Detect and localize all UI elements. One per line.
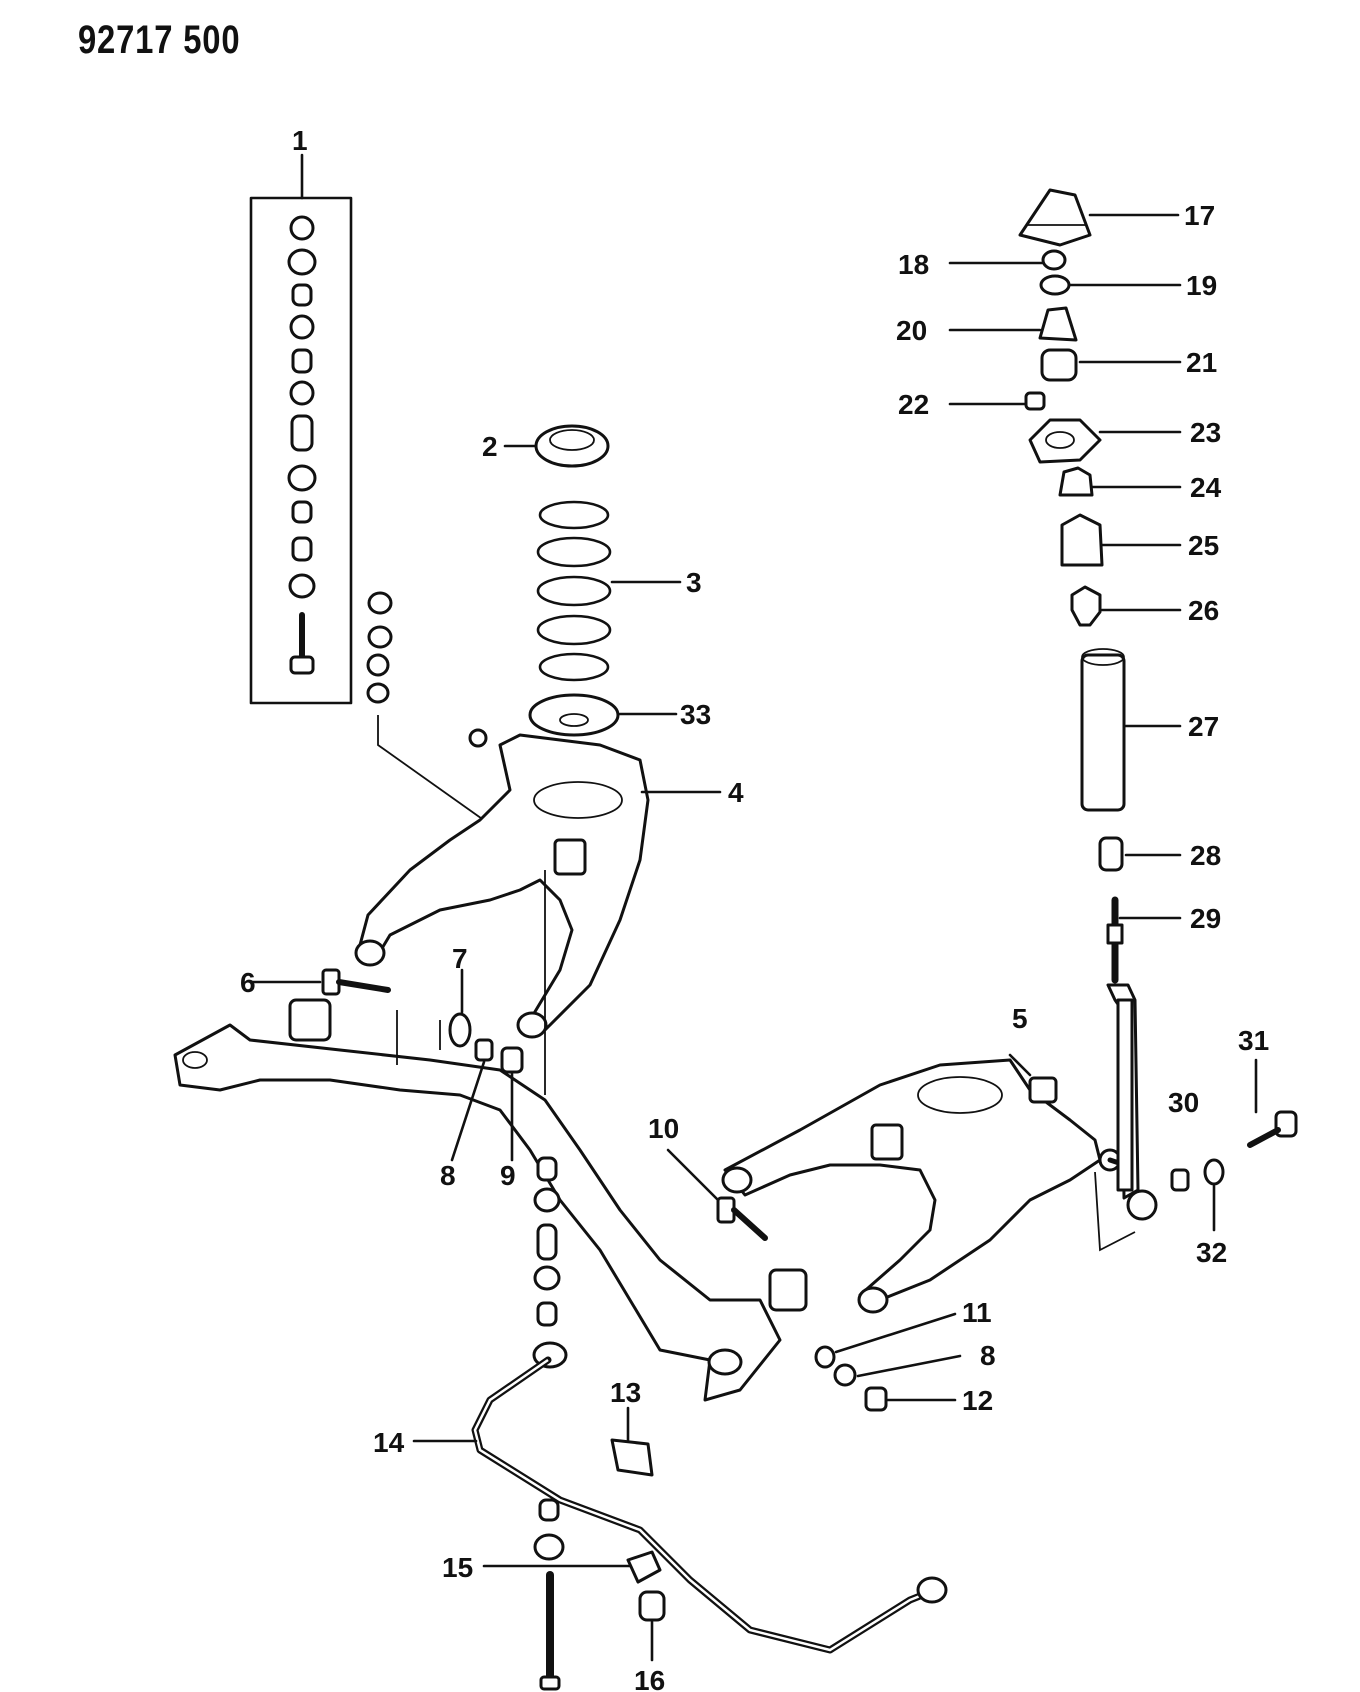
washer-19 <box>1039 274 1182 296</box>
bushing-15-group <box>482 1498 662 1584</box>
bushing-kit-group <box>249 153 353 705</box>
spacer-28 <box>1098 836 1182 872</box>
callout-8: 8 <box>440 1160 456 1191</box>
callout-17: 17 <box>1184 200 1215 231</box>
link-bolt <box>539 1571 561 1691</box>
bushing-kit-items <box>287 215 317 675</box>
callout-12: 12 <box>962 1385 993 1416</box>
callout-14: 14 <box>373 1427 405 1458</box>
nut-8-upper <box>450 1038 494 1162</box>
callout-23: 23 <box>1190 417 1221 448</box>
shock-absorber-29 <box>1106 896 1182 1221</box>
callout-21: 21 <box>1186 347 1217 378</box>
mount-23 <box>1028 418 1182 464</box>
bushing-21 <box>1040 348 1182 382</box>
washer-11 <box>814 1312 957 1369</box>
callout-1: 1 <box>292 125 308 156</box>
washer-7 <box>448 968 472 1048</box>
stabilizer-link-bushings <box>532 1156 568 1369</box>
callout-22: 22 <box>898 389 929 420</box>
bump-stop-26 <box>1070 585 1182 627</box>
callout-31: 31 <box>1238 1025 1269 1056</box>
callout-18: 18 <box>898 249 929 280</box>
bushing-20 <box>948 306 1078 342</box>
callout-32: 32 <box>1196 1237 1227 1268</box>
callout-10: 10 <box>648 1113 679 1144</box>
nut-8-lower <box>833 1354 962 1387</box>
callout-29: 29 <box>1190 903 1221 934</box>
nut-18 <box>948 249 1067 271</box>
callout-6: 6 <box>240 967 256 998</box>
callout-28: 28 <box>1190 840 1221 871</box>
upper-arm-4 <box>354 728 722 1039</box>
bolt-6 <box>250 968 391 996</box>
stabilizer-bar <box>412 1356 948 1654</box>
spring-upper-seat <box>503 424 610 468</box>
bump-stop-25 <box>1060 513 1182 567</box>
callout-27: 27 <box>1188 711 1219 742</box>
callout-9: 9 <box>500 1160 516 1191</box>
callout-2: 2 <box>482 431 498 462</box>
nut-22 <box>948 391 1046 411</box>
bump-cap-17 <box>1018 188 1180 247</box>
callout-16: 16 <box>634 1665 665 1692</box>
bolt-31 <box>1247 1058 1298 1148</box>
nut-9 <box>500 1046 524 1162</box>
callout-20: 20 <box>896 315 927 346</box>
callout-8b: 8 <box>980 1340 996 1371</box>
callout-5: 5 <box>1012 1003 1028 1034</box>
callout-26: 26 <box>1188 595 1219 626</box>
bushing-16 <box>638 1590 666 1662</box>
callout-24: 24 <box>1190 472 1222 503</box>
callout-11: 11 <box>962 1297 992 1328</box>
callout-7: 7 <box>452 943 468 974</box>
callout-30: 30 <box>1168 1087 1199 1118</box>
nut-30 <box>1170 1168 1190 1192</box>
callout-labels: 1 2 3 4 5 6 7 8 9 10 11 8 12 13 14 15 16… <box>240 125 1269 1692</box>
callout-4: 4 <box>728 777 744 808</box>
spring-lower-seat <box>528 693 678 737</box>
coil-spring <box>536 500 682 682</box>
nut-12 <box>864 1386 957 1412</box>
rear-crossmember <box>173 998 808 1402</box>
document-id: 92717 500 <box>78 18 241 62</box>
washer-32 <box>1203 1158 1225 1232</box>
callout-3: 3 <box>686 567 702 598</box>
bushing-24 <box>1058 466 1182 497</box>
callout-25: 25 <box>1188 530 1219 561</box>
callout-19: 19 <box>1186 270 1217 301</box>
callout-13: 13 <box>610 1377 641 1408</box>
callout-15: 15 <box>442 1552 473 1583</box>
bracket-13 <box>610 1406 654 1477</box>
callout-33: 33 <box>680 699 711 730</box>
lower-arm-5 <box>721 1053 1136 1314</box>
dust-cover-27 <box>1080 648 1182 812</box>
bolt-10 <box>666 1148 768 1241</box>
arm-bushings-stack <box>366 591 541 861</box>
